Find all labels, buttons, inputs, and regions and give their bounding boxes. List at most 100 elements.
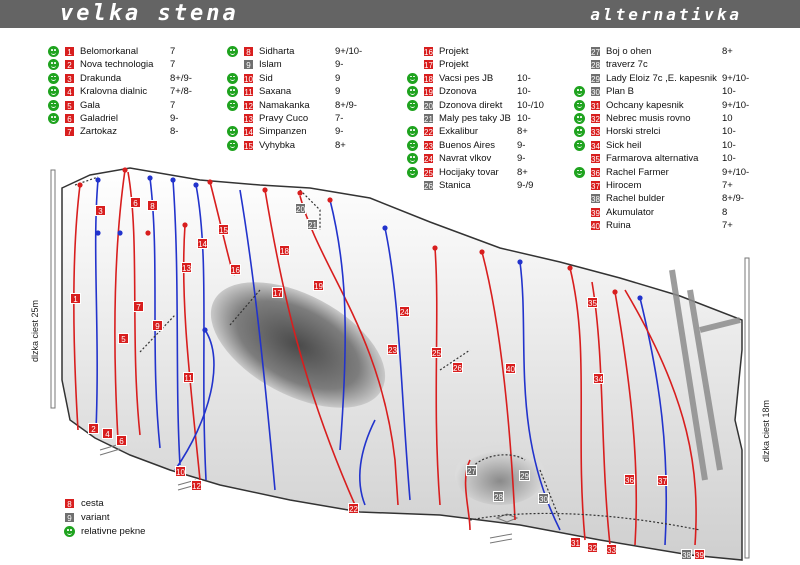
map-route-badge: 6	[116, 435, 127, 446]
route-name: Pravy Cuco	[259, 113, 309, 124]
route-name: Plan B	[606, 86, 634, 98]
route-line	[359, 419, 376, 506]
height-ruler-right	[744, 257, 750, 559]
route-grade: 8+	[517, 126, 528, 138]
smiley-icon	[48, 72, 59, 84]
smiley-icon	[574, 113, 585, 124]
route-name: Vyhybka	[259, 139, 296, 151]
route-name: Drakunda	[80, 72, 122, 84]
anchor-dot	[147, 175, 153, 181]
route-grade: 9	[335, 86, 341, 98]
variant-line	[539, 469, 561, 521]
route-name: Dzonova direkt	[439, 99, 503, 111]
map-route-badge: 4	[102, 428, 113, 439]
route-grade: 9-/9	[517, 180, 534, 191]
route-name: Rachel bulder	[606, 193, 665, 205]
smiley-icon	[407, 99, 418, 111]
anchor-dot	[297, 190, 303, 196]
smiley-icon	[574, 99, 585, 111]
route-number-badge: 29	[590, 72, 601, 84]
tree-trunk	[669, 269, 741, 481]
route-number-badge: 16	[423, 46, 434, 57]
route-grade: 8+/9-	[170, 72, 192, 84]
key-pekne-label: relativne pekne	[81, 526, 146, 537]
smiley-icon	[407, 153, 418, 165]
route-name: Boj o ohen	[606, 46, 652, 57]
map-route-badge: 33	[606, 544, 617, 555]
route-line	[239, 189, 276, 491]
map-route-badge: 40	[505, 363, 516, 374]
smiley-icon	[227, 139, 238, 151]
route-name: Sidharta	[259, 46, 295, 57]
route-line	[384, 227, 411, 501]
map-route-badge: 3	[95, 205, 106, 216]
smiley-icon	[227, 126, 238, 138]
route-number-badge: 40	[590, 220, 601, 232]
anchor-dot	[479, 249, 485, 255]
route-name: Akumulator	[606, 206, 655, 218]
smiley-icon	[48, 113, 59, 124]
route-line	[114, 169, 126, 441]
anchor-dot	[122, 167, 128, 173]
height-ruler-left	[50, 169, 56, 409]
page-title: velka stena	[60, 1, 239, 26]
route-grade: 7	[170, 99, 176, 111]
route-number-badge: 12	[243, 99, 254, 111]
route-grade: 7	[170, 59, 176, 71]
route-number-badge: 9	[243, 59, 254, 71]
route-line	[172, 179, 181, 466]
map-route-badge: 21	[307, 219, 318, 230]
route-name: Horski strelci	[606, 126, 661, 138]
map-route-badge: 9	[152, 320, 163, 331]
smiley-icon	[407, 126, 418, 138]
route-grade: 9-	[517, 153, 526, 165]
route-name: Gala	[80, 99, 101, 111]
route-grade: 10-	[722, 86, 736, 98]
route-number-badge: 20	[423, 99, 434, 111]
anchor-dot	[612, 289, 618, 295]
route-number-badge: 30	[590, 86, 601, 98]
route-line	[569, 267, 586, 541]
route-number-badge: 28	[590, 59, 601, 71]
map-route-badge: 25	[431, 347, 442, 358]
route-name: Maly pes taky JB	[439, 113, 511, 124]
route-anchors	[77, 167, 643, 333]
route-grade: 10-	[722, 139, 736, 151]
route-number-badge: 22	[423, 126, 434, 138]
route-number-badge: 34	[590, 139, 601, 151]
map-route-badge: 38	[681, 549, 692, 560]
route-name: Buenos Aires	[439, 139, 495, 151]
map-route-badge: 16	[230, 264, 241, 275]
route-number-badge: 35	[590, 153, 601, 165]
route-grade: 8+	[517, 166, 528, 178]
map-route-badge: 31	[570, 537, 581, 548]
route-grade: 10-	[517, 86, 531, 98]
map-route-badge: 13	[181, 262, 192, 273]
route-line	[329, 199, 346, 451]
route-grade: 10-	[722, 153, 736, 165]
route-grade: 10-	[722, 126, 736, 138]
route-name: Ruina	[606, 220, 631, 232]
route-number-badge: 18	[423, 72, 434, 84]
map-route-badge: 20	[295, 203, 306, 214]
route-number-badge: 14	[243, 126, 254, 138]
smiley-icon	[574, 166, 585, 178]
route-number-badge: 38	[590, 193, 601, 205]
anchor-dot	[170, 177, 176, 183]
map-route-badge: 37	[657, 475, 668, 486]
route-number-badge: 27	[590, 46, 601, 57]
route-grade: 9+/10-	[722, 72, 750, 84]
smiley-icon	[227, 99, 238, 111]
route-lines	[72, 169, 701, 546]
anchor-dot	[182, 222, 188, 228]
smiley-icon	[574, 126, 585, 138]
route-number-badge: 19	[423, 86, 434, 98]
route-number-badge: 31	[590, 99, 601, 111]
route-number-badge: 10	[243, 72, 254, 84]
smiley-icon	[227, 86, 238, 98]
anchor-dot	[637, 295, 643, 301]
route-number-badge: 39	[590, 206, 601, 218]
route-name: Projekt	[439, 59, 469, 71]
route-line	[264, 189, 356, 506]
